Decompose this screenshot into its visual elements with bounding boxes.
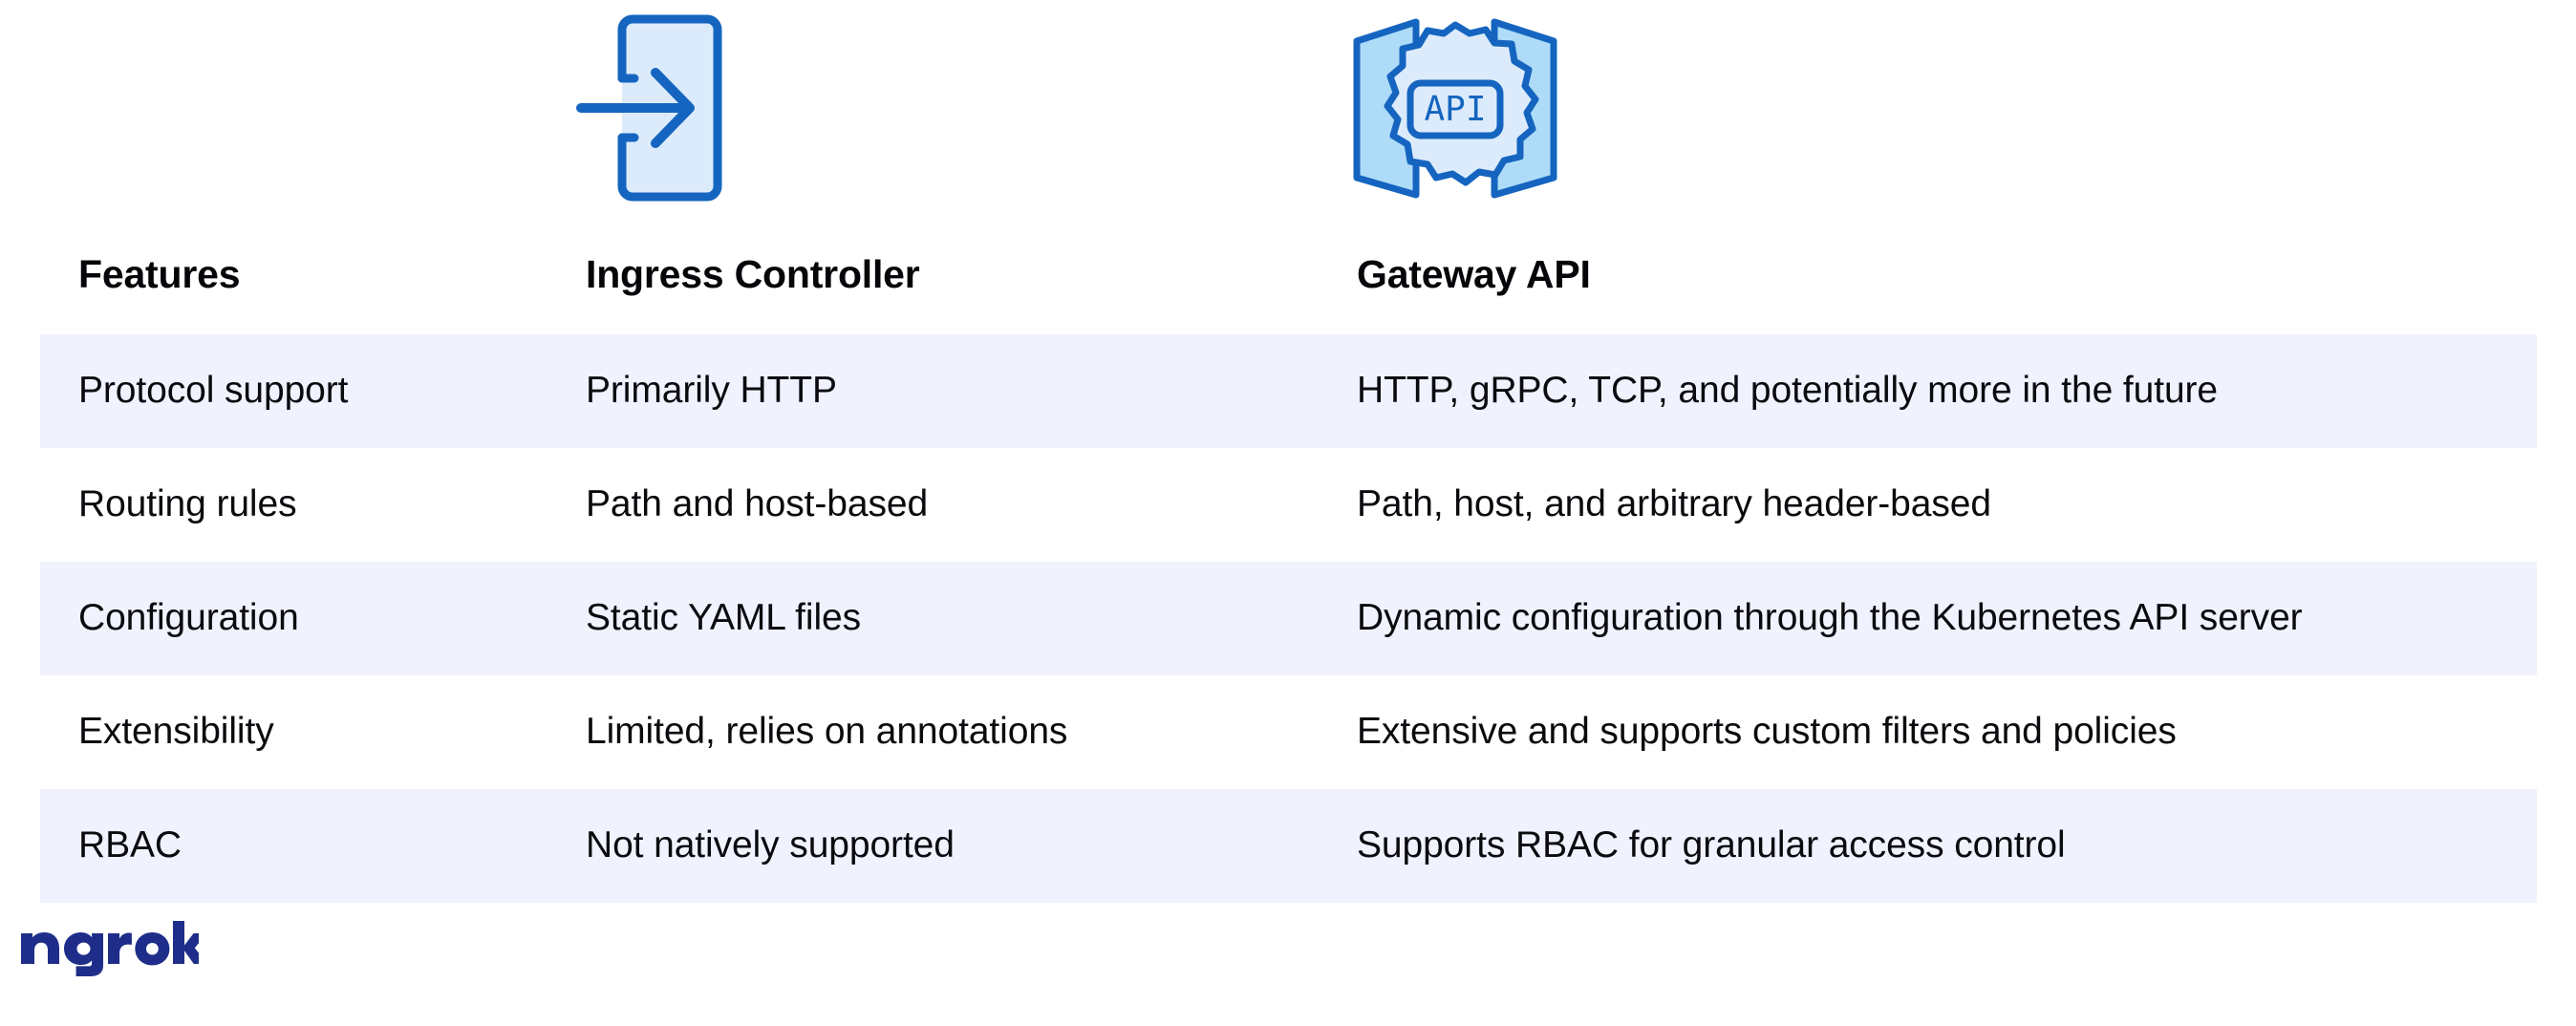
table-header-cell-features: Features [40,222,586,334]
table-cell-gateway: Path, host, and arbitrary header-based [1357,448,2537,562]
table-cell-feature: Extensibility [40,675,586,789]
table-cell-feature: Routing rules [40,448,586,562]
cell-label: Limited, relies on annotations [586,711,1068,753]
table-header-row: Features Ingress Controller Gateway API [0,222,2576,334]
cell-label: RBAC [78,824,182,866]
cell-label: Dynamic configuration through the Kubern… [1357,597,2303,639]
cell-label: Path and host-based [586,483,929,525]
table-cell-gateway: HTTP, gRPC, TCP, and potentially more in… [1357,334,2537,448]
table-cell-ingress: Not natively supported [586,789,1357,903]
table-cell-gateway: Supports RBAC for granular access contro… [1357,789,2537,903]
cell-label: Extensive and supports custom filters an… [1357,711,2177,753]
table-cell-ingress: Primarily HTTP [586,334,1357,448]
ngrok-wordmark-icon [21,921,207,976]
gateway-api-icon: API [1345,8,1565,218]
cell-label: Extensibility [78,711,274,753]
ngrok-logo [21,921,212,982]
table-header-cell-ingress: Ingress Controller [586,222,1357,334]
table-cell-gateway: Dynamic configuration through the Kubern… [1357,562,2537,675]
table-row: Configuration Static YAML files Dynamic … [0,562,2576,675]
cell-label: Routing rules [78,483,297,525]
comparison-table: Features Ingress Controller Gateway API … [0,222,2576,903]
table-row: RBAC Not natively supported Supports RBA… [0,789,2576,903]
cell-label: Protocol support [78,370,349,412]
cell-label: Primarily HTTP [586,370,837,412]
cell-label: HTTP, gRPC, TCP, and potentially more in… [1357,370,2219,412]
table-row: Protocol support Primarily HTTP HTTP, gR… [0,334,2576,448]
table-row: Routing rules Path and host-based Path, … [0,448,2576,562]
table-cell-feature: Protocol support [40,334,586,448]
table-cell-feature: Configuration [40,562,586,675]
cell-label: Not natively supported [586,824,955,866]
cell-label: Supports RBAC for granular access contro… [1357,824,2066,866]
gateway-api-icon-label: API [1424,90,1486,129]
table-cell-ingress: Static YAML files [586,562,1357,675]
column-header-label: Features [78,252,241,297]
table-cell-gateway: Extensive and supports custom filters an… [1357,675,2537,789]
column-header-label: Gateway API [1357,252,1591,297]
ingress-controller-icon [571,8,734,213]
icon-band: API [0,0,2576,222]
cell-label: Static YAML files [586,597,862,639]
column-header-label: Ingress Controller [586,252,920,297]
table-header-cell-gateway: Gateway API [1357,222,2537,334]
cell-label: Path, host, and arbitrary header-based [1357,483,1991,525]
table-cell-feature: RBAC [40,789,586,903]
table-cell-ingress: Limited, relies on annotations [586,675,1357,789]
cell-label: Configuration [78,597,299,639]
table-cell-ingress: Path and host-based [586,448,1357,562]
table-row: Extensibility Limited, relies on annotat… [0,675,2576,789]
